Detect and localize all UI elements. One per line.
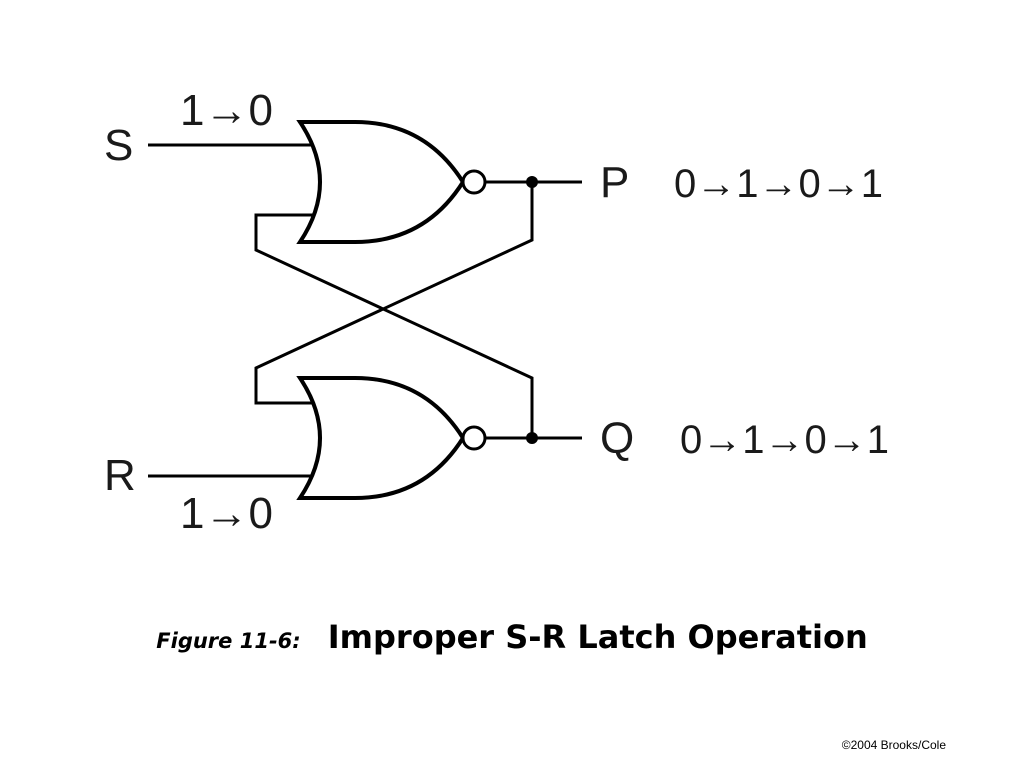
q-sequence-label: 0→1→0→1 xyxy=(680,418,889,462)
top-nor-gate xyxy=(296,120,487,244)
p-sequence-label: 0→1→0→1 xyxy=(674,162,883,206)
feedback-wire-p-to-bottom-gate xyxy=(254,182,534,405)
r-transition-label: 1→0 xyxy=(180,489,273,538)
bottom-nor-bubble xyxy=(461,425,487,451)
top-nor-bubble xyxy=(461,169,487,195)
sr-latch-circuit: S 1→0 R 1→0 P 0→1→0→1 Q 0→1→0→1 xyxy=(104,86,889,538)
p-junction-dot xyxy=(526,176,538,188)
q-output-label: Q xyxy=(600,414,634,463)
q-junction-dot xyxy=(526,432,538,444)
feedback-wire-q-to-top-gate xyxy=(254,213,534,438)
s-input-label: S xyxy=(104,121,133,170)
figure-caption: Figure 11-6: Improper S-R Latch Operatio… xyxy=(0,618,1024,656)
figure-label: Figure 11-6: xyxy=(156,629,301,653)
p-output-label: P xyxy=(600,158,629,207)
s-transition-label: 1→0 xyxy=(180,86,273,135)
r-input-label: R xyxy=(104,451,136,500)
copyright-notice: ©2004 Brooks/Cole xyxy=(841,738,946,752)
bottom-nor-gate xyxy=(296,376,487,500)
figure-title: Improper S-R Latch Operation xyxy=(327,618,868,656)
